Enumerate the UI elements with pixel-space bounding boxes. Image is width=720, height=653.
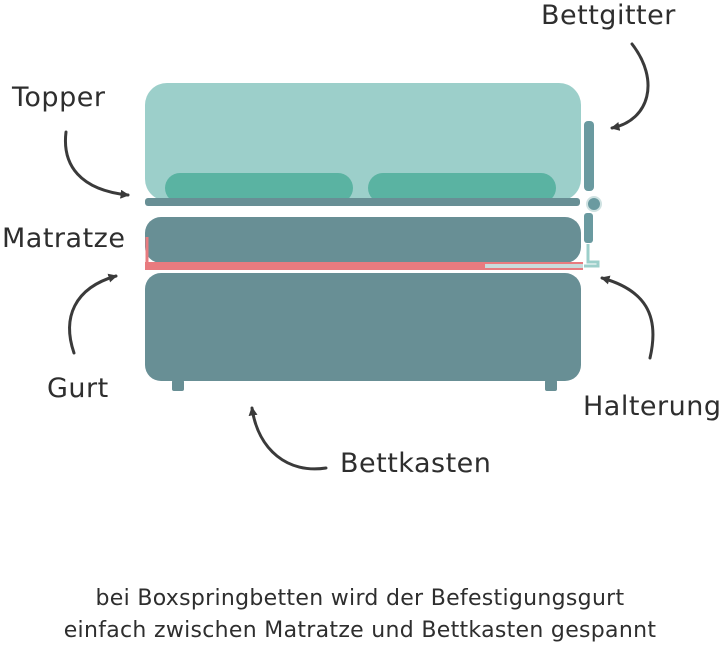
label-gurt: Gurt bbox=[47, 373, 109, 404]
pillow-right bbox=[368, 173, 556, 203]
label-bettgitter: Bettgitter bbox=[541, 0, 676, 31]
bed-foot-left bbox=[172, 380, 184, 391]
arrow-halterung bbox=[600, 275, 655, 360]
topper-base-board bbox=[145, 198, 580, 206]
label-matratze: Matratze bbox=[2, 223, 125, 254]
topper-shape bbox=[145, 83, 581, 201]
holder-bracket bbox=[584, 244, 600, 268]
bedrail-lower-post bbox=[584, 213, 593, 243]
mattress-shape bbox=[145, 217, 581, 263]
label-halterung: Halterung bbox=[583, 391, 720, 422]
caption-line-2: einfach zwischen Matratze und Bettkasten… bbox=[63, 618, 657, 643]
bedrail-post bbox=[584, 121, 594, 191]
arrow-bettkasten bbox=[248, 406, 328, 471]
label-bettkasten: Bettkasten bbox=[340, 448, 491, 479]
bedbox-shape bbox=[145, 273, 581, 381]
strap-shape bbox=[145, 262, 583, 270]
pillow-left bbox=[165, 173, 353, 203]
strap-holder-plate bbox=[485, 264, 583, 268]
arrow-topper bbox=[63, 130, 130, 199]
caption-line-1: bei Boxspringbetten wird der Befestigung… bbox=[95, 586, 625, 611]
bed-foot-right bbox=[545, 380, 557, 391]
arrow-gurt bbox=[68, 273, 118, 355]
bedrail-joint bbox=[586, 196, 602, 212]
arrow-bettgitter bbox=[610, 42, 650, 131]
label-topper: Topper bbox=[11, 82, 106, 113]
